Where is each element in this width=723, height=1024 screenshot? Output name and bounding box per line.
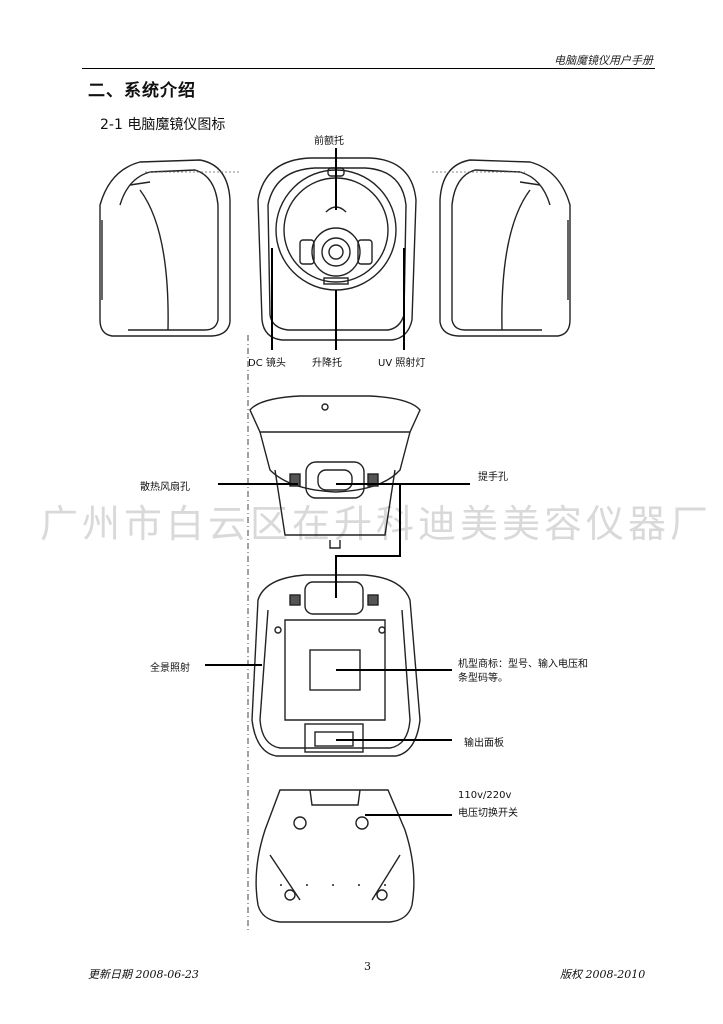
label-cooling-fan: 散热风扇孔 <box>140 482 190 493</box>
bottom-view <box>255 789 415 923</box>
label-output-panel: 输出面板 <box>464 738 504 749</box>
footer-update-date: 更新日期 2008-06-23 <box>88 968 199 981</box>
label-lift-rest: 升降托 <box>312 358 342 369</box>
section-title: 二、系统介绍 <box>88 81 196 101</box>
label-voltage-line2: 电压切换开关 <box>458 808 518 819</box>
label-panoramic-light: 全景照射 <box>150 663 190 674</box>
watermark: 广州市白云区在升科迪美美容仪器厂 <box>40 502 713 546</box>
label-dc-lens: DC 镜头 <box>248 358 286 369</box>
label-voltage-line1: 110v/220v <box>458 790 512 801</box>
page-number: 3 <box>364 960 371 973</box>
right-side-view <box>439 159 571 337</box>
header-title: 电脑魔镜仪用户手册 <box>554 54 653 67</box>
left-side-view <box>99 159 231 337</box>
top-view <box>249 395 421 549</box>
footer-copyright: 版权 2008-2010 <box>560 968 646 981</box>
label-handle: 提手孔 <box>478 472 508 483</box>
subsection-title: 2-1 电脑魔镜仪图标 <box>100 117 226 133</box>
header-rule <box>82 68 655 69</box>
back-view <box>251 574 421 757</box>
label-model: 机型商标：型号、输入电压和条型码等。 <box>458 659 588 684</box>
label-forehead-rest: 前额托 <box>314 136 344 147</box>
label-uv-light: UV 照射灯 <box>378 358 426 369</box>
